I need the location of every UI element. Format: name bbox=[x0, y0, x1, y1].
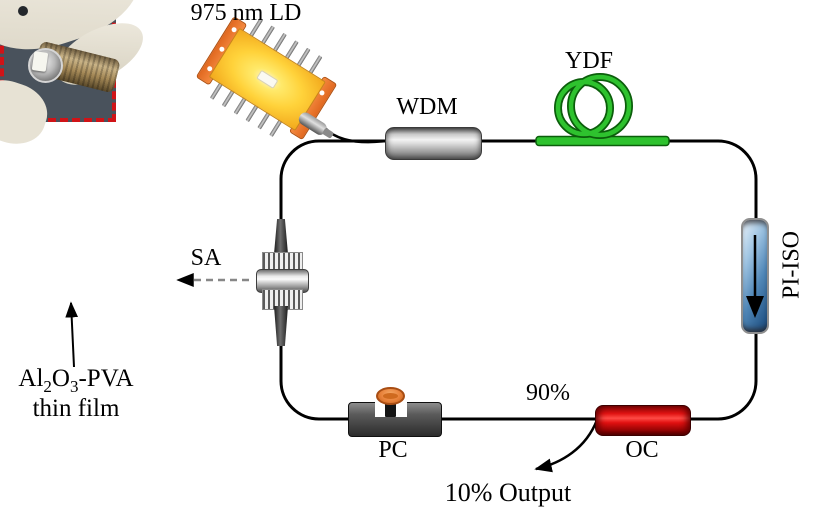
oc-label: OC bbox=[625, 437, 659, 463]
isolator-direction-arrow bbox=[746, 235, 764, 318]
sa-boot-top bbox=[274, 219, 288, 254]
film-label-o: O bbox=[51, 365, 70, 392]
film-label: Al2O3-PVA thin film bbox=[18, 365, 134, 422]
film-label-al: Al bbox=[18, 365, 44, 392]
film-label-sub3: 3 bbox=[69, 377, 79, 396]
isolator-label: PI-ISO bbox=[778, 230, 805, 300]
film-label-pva: -PVA bbox=[78, 365, 134, 392]
sa-boot-bottom bbox=[274, 306, 288, 346]
wdm-label: WDM bbox=[396, 94, 458, 120]
ydf-coil bbox=[554, 73, 633, 139]
pump-label: 975 nm LD bbox=[190, 0, 302, 26]
output-label: 10% Output bbox=[444, 478, 572, 507]
isolator-body bbox=[741, 218, 769, 334]
output-arrow bbox=[534, 419, 599, 473]
ydf-label: YDF bbox=[564, 48, 614, 74]
ring-ratio-label: 90% bbox=[526, 380, 570, 406]
pc-knob bbox=[376, 387, 405, 405]
wdm-coupler-body bbox=[385, 127, 482, 160]
ring-fiber bbox=[279, 139, 758, 421]
sa-label: SA bbox=[190, 245, 222, 271]
pc-label: PC bbox=[378, 437, 408, 463]
film-label-sub2: 2 bbox=[43, 377, 52, 396]
film-label-line2: thin film bbox=[32, 394, 120, 422]
panel-hole bbox=[18, 6, 28, 16]
sa-photo-inset bbox=[0, 0, 153, 153]
pc-knob-stem bbox=[385, 398, 396, 417]
output-coupler-body bbox=[595, 405, 691, 436]
